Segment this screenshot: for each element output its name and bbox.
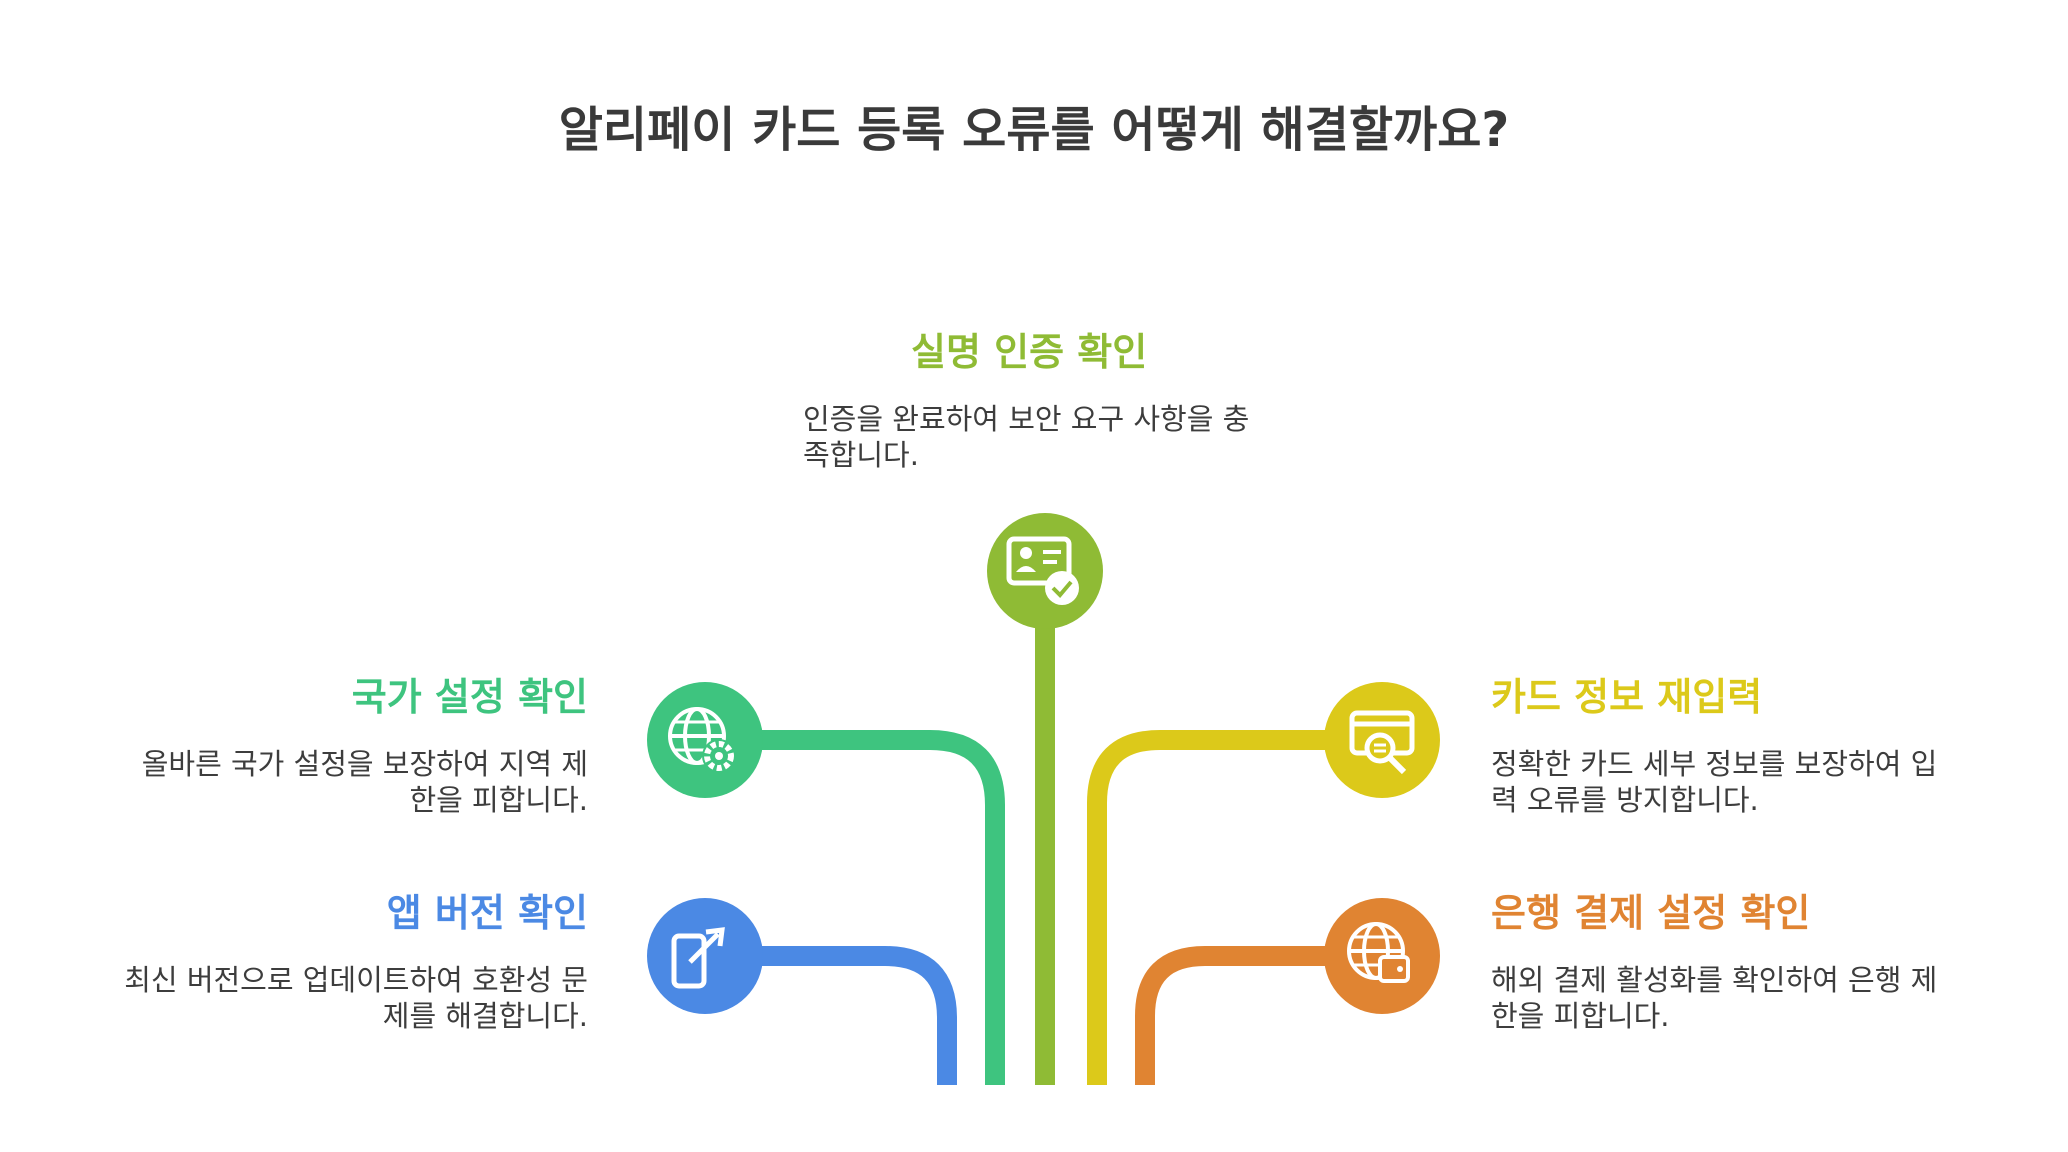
item-bank-heading: 은행 결제 설정 확인 (1491, 891, 1811, 935)
item-country-heading: 국가 설정 확인 (351, 675, 588, 719)
item-country: 국가 설정 확인 올바른 국가 설정을 보장하여 지역 제 한을 피합니다. (100, 672, 588, 818)
item-identity-desc: 인증을 완료하여 보안 요구 사항을 충 족합니다. (803, 401, 1283, 473)
connector-country (740, 730, 1005, 1085)
item-country-desc: 올바른 국가 설정을 보장하여 지역 제 한을 피합니다. (100, 746, 588, 818)
item-bank-desc-line2: 한을 피합니다. (1491, 999, 1670, 1033)
card-search-icon (1324, 682, 1440, 798)
item-card-desc-line1: 정확한 카드 세부 정보를 보장하여 입 (1491, 747, 1938, 781)
diagram-title: 알리페이 카드 등록 오류를 어떻게 해결할까요? (558, 102, 1510, 158)
item-card-desc-line2: 력 오류를 방지합니다. (1491, 783, 1759, 817)
item-app: 앱 버전 확인 최신 버전으로 업데이트하여 호환성 문 제를 해결합니다. (80, 888, 588, 1034)
item-app-desc: 최신 버전으로 업데이트하여 호환성 문 제를 해결합니다. (80, 962, 588, 1034)
connector-bank (1135, 946, 1345, 1085)
item-card: 카드 정보 재입력 정확한 카드 세부 정보를 보장하여 입 력 오류를 방지합… (1491, 672, 2011, 818)
connector-app (740, 946, 957, 1085)
id-card-check-icon (987, 513, 1103, 629)
item-bank-desc-line1: 해외 결제 활성화를 확인하여 은행 제 (1491, 963, 1938, 997)
item-card-heading: 카드 정보 재입력 (1491, 675, 1763, 719)
item-country-desc-line1: 올바른 국가 설정을 보장하여 지역 제 (141, 747, 588, 781)
item-identity-desc-line2: 족합니다. (803, 438, 919, 472)
item-bank: 은행 결제 설정 확인 해외 결제 활성화를 확인하여 은행 제 한을 피합니다… (1491, 888, 2011, 1034)
globe-wallet-icon (1324, 898, 1440, 1014)
item-identity-heading: 실명 인증 확인 (911, 330, 1148, 374)
phone-upgrade-icon (647, 898, 763, 1014)
item-bank-desc: 해외 결제 활성화를 확인하여 은행 제 한을 피합니다. (1491, 962, 2011, 1034)
item-card-desc: 정확한 카드 세부 정보를 보장하여 입 력 오류를 방지합니다. (1491, 746, 2011, 818)
item-country-desc-line2: 한을 피합니다. (409, 783, 588, 817)
item-identity: 실명 인증 확인 인증을 완료하여 보안 요구 사항을 충 족합니다. (803, 327, 1283, 473)
item-app-heading: 앱 버전 확인 (386, 891, 588, 935)
globe-gear-icon (647, 682, 763, 798)
connector-card (1087, 730, 1345, 1085)
item-identity-desc-line1: 인증을 완료하여 보안 요구 사항을 충 (803, 402, 1250, 436)
item-app-desc-line2: 제를 해결합니다. (382, 999, 588, 1033)
item-app-desc-line1: 최신 버전으로 업데이트하여 호환성 문 (124, 963, 588, 997)
